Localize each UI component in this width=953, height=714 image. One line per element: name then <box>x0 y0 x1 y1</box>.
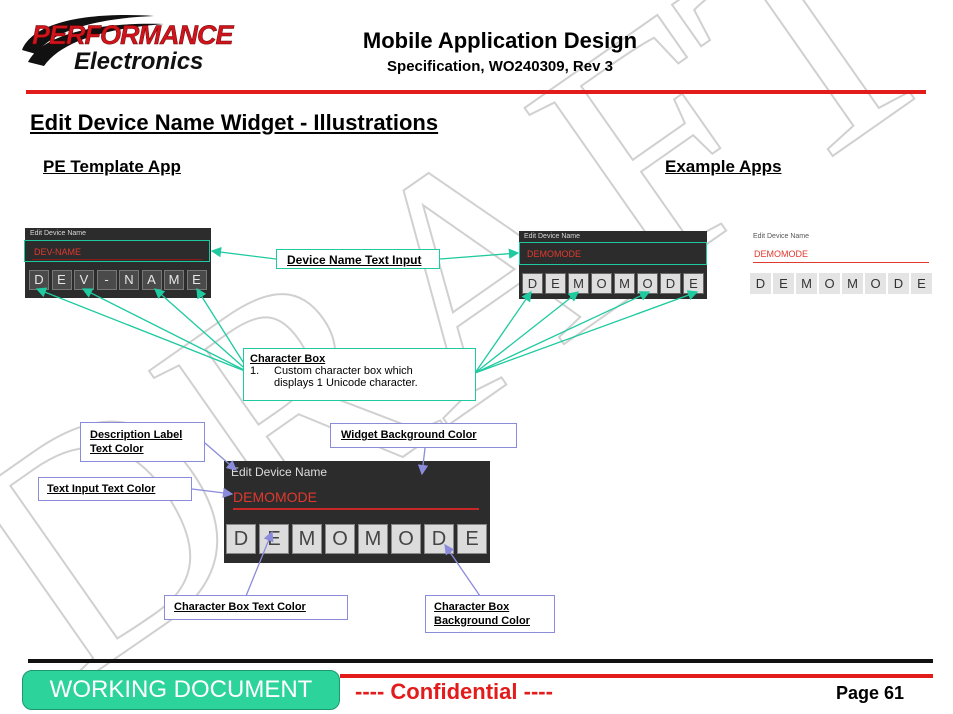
company-logo: PERFORMANCE Electronics <box>14 10 244 80</box>
callout-device-name-input: Device Name Text Input <box>276 249 440 269</box>
character-box[interactable]: E <box>51 270 72 290</box>
character-box[interactable]: E <box>259 524 289 554</box>
character-box[interactable]: M <box>292 524 322 554</box>
section-title: Edit Device Name Widget - Illustrations <box>30 110 439 135</box>
logo-swoosh-icon <box>22 15 164 66</box>
character-box[interactable]: D <box>750 273 771 294</box>
character-box[interactable]: E <box>545 273 566 294</box>
pe-template-input[interactable]: DEV-NAME <box>34 247 82 257</box>
confidential-label: ---- Confidential ---- <box>355 679 553 704</box>
document-title: Mobile Application Design <box>362 28 638 53</box>
header-divider <box>26 90 926 94</box>
character-box[interactable]: D <box>888 273 909 294</box>
callout-character-box-line2: displays 1 Unicode character. <box>274 377 418 389</box>
example-light-label: Edit Device Name <box>753 233 810 240</box>
callout-widget-bg: Widget Background Color <box>330 423 517 448</box>
document-subtitle: Specification, WO240309, Rev 3 <box>387 58 613 75</box>
callout-text-input-color: Text Input Text Color <box>38 477 192 501</box>
character-box[interactable]: O <box>819 273 840 294</box>
character-box[interactable]: O <box>325 524 355 554</box>
callout-device-name-input-text: Device Name Text Input <box>287 253 422 267</box>
character-box[interactable]: M <box>796 273 817 294</box>
pe-template-heading: PE Template App <box>43 157 181 176</box>
character-box[interactable]: - <box>96 270 117 290</box>
example-dark-label: Edit Device Name <box>524 233 581 240</box>
character-box[interactable]: O <box>865 273 886 294</box>
character-box[interactable]: N <box>119 270 139 290</box>
callout-description-label-line1: Description Label <box>90 429 183 441</box>
callout-char-box-bg: Character Box Background Color <box>425 595 555 633</box>
example-dark-input-highlight <box>519 242 707 265</box>
large-widget-input[interactable]: DEMOMODE <box>233 489 317 505</box>
page-number: Page 61 <box>836 683 905 703</box>
callout-text-input-color-text: Text Input Text Color <box>47 483 156 495</box>
character-box[interactable]: M <box>614 273 635 294</box>
callout-char-box-bg-line1: Character Box <box>434 601 510 613</box>
large-widget-input-underline <box>233 508 479 510</box>
character-box[interactable]: M <box>842 273 863 294</box>
working-document-badge: WORKING DOCUMENT <box>22 670 340 710</box>
pe-template-input-highlight <box>24 240 210 262</box>
character-box[interactable]: M <box>358 524 388 554</box>
large-widget-label: Edit Device Name <box>231 465 328 479</box>
character-box[interactable]: D <box>226 524 256 554</box>
callout-char-box-text-color-text: Character Box Text Color <box>174 601 306 613</box>
callout-description-label: Description Label Text Color <box>80 422 205 462</box>
example-light-input[interactable]: DEMOMODE <box>754 249 808 259</box>
character-box[interactable]: O <box>391 524 421 554</box>
example-light-input-underline <box>753 262 929 263</box>
callout-character-box: Character Box 1. Custom character box wh… <box>243 348 476 401</box>
character-box[interactable]: O <box>591 273 612 294</box>
character-box[interactable]: D <box>522 273 543 294</box>
pe-template-input-underline <box>32 259 202 260</box>
callout-description-label-line2: Text Color <box>90 443 144 455</box>
logo-text-performance: PERFORMANCE <box>32 20 234 51</box>
character-box[interactable]: A <box>141 270 162 290</box>
callout-character-box-title: Character Box <box>250 353 326 365</box>
character-box[interactable]: E <box>911 273 932 294</box>
footer-divider-red <box>340 674 933 678</box>
character-box[interactable]: E <box>773 273 794 294</box>
example-dark-input[interactable]: DEMOMODE <box>527 249 581 259</box>
logo-text-electronics: Electronics <box>74 48 204 75</box>
pe-template-label: Edit Device Name <box>30 230 87 237</box>
callout-widget-bg-text: Widget Background Color <box>341 429 477 441</box>
callout-character-box-num: 1. <box>250 365 260 377</box>
callout-character-box-line1: Custom character box which <box>274 365 413 377</box>
character-box[interactable]: E <box>457 524 487 554</box>
character-box[interactable]: D <box>660 273 681 294</box>
footer-divider-black <box>28 659 933 663</box>
callout-char-box-text-color: Character Box Text Color <box>164 595 348 620</box>
character-box[interactable]: M <box>164 270 184 290</box>
example-apps-heading: Example Apps <box>665 157 782 176</box>
callout-char-box-bg-line2: Background Color <box>434 615 530 627</box>
